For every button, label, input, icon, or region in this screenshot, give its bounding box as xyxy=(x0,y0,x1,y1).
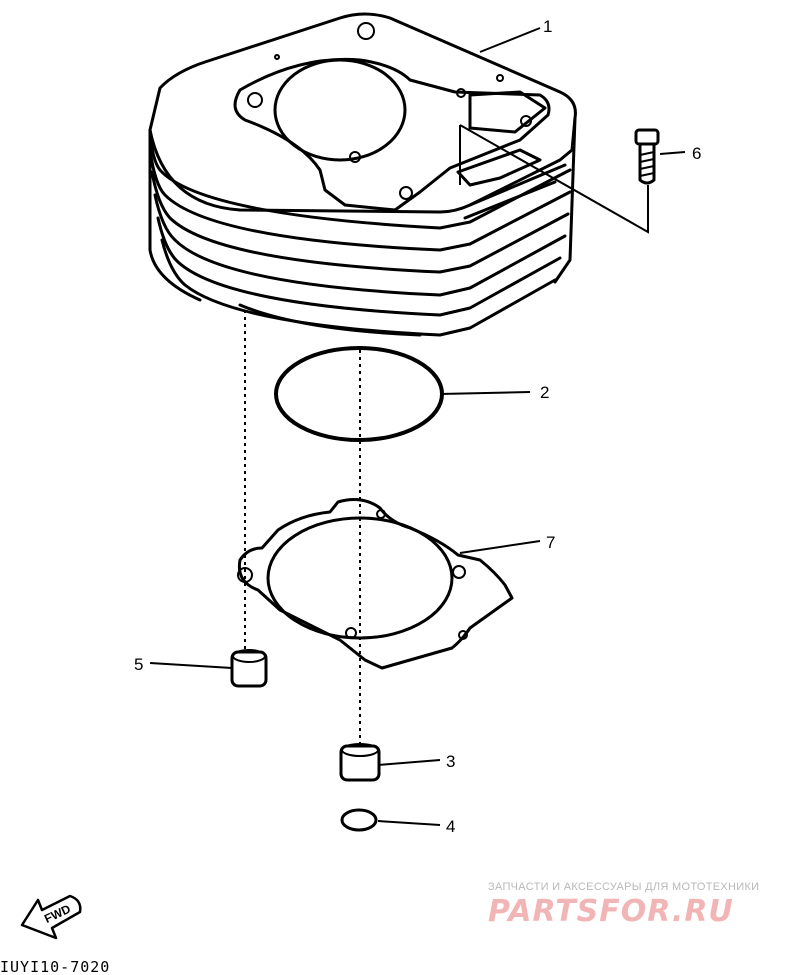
watermark-brand: PARTSFOR.RU xyxy=(488,894,734,929)
diagram-code: IUYI10-7020 xyxy=(0,958,110,975)
callout-2: 2 xyxy=(540,383,549,402)
callout-1: 1 xyxy=(543,17,552,36)
watermark-tagline: ЗАПЧАСТИ И АКСЕССУАРЫ ДЛЯ МОТОТЕХНИКИ xyxy=(488,881,759,893)
gasket-icon xyxy=(237,498,514,670)
callout-4: 4 xyxy=(446,817,455,836)
dowel-pin-icon xyxy=(339,743,381,782)
callout-3: 3 xyxy=(446,752,455,771)
alignment-lines xyxy=(244,124,649,745)
callout-5: 5 xyxy=(134,655,143,674)
cylinder-icon xyxy=(148,12,577,337)
fwd-arrow-icon: FWD xyxy=(20,894,82,940)
callout-6: 6 xyxy=(692,144,701,163)
fwd-label: FWD xyxy=(42,902,73,926)
small-o-ring-icon xyxy=(340,808,378,832)
dowel-pin-icon xyxy=(230,649,268,688)
callout-leaders xyxy=(149,27,686,826)
callout-7: 7 xyxy=(546,533,555,552)
bolt-icon xyxy=(634,128,660,185)
